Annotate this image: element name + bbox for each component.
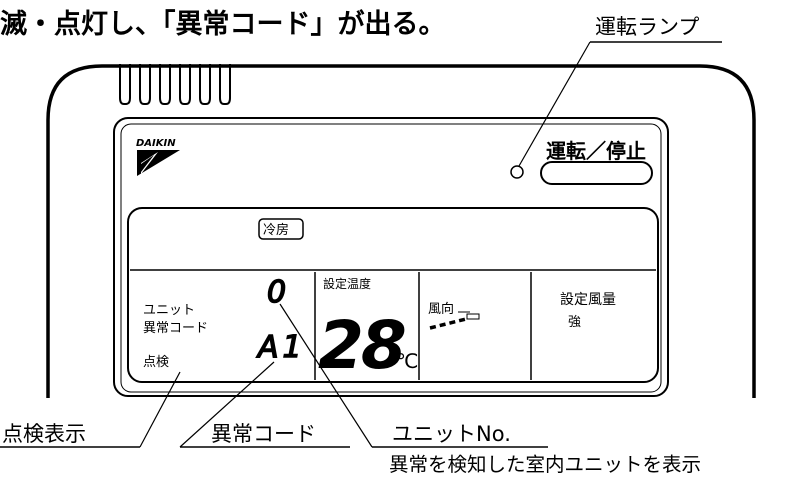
set-temp-value: 28 <box>318 307 405 384</box>
callout-inspection-display: 点検表示 <box>2 422 86 446</box>
callout-run-lamp: 運転ランプ <box>595 15 699 39</box>
temp-unit: ℃ <box>396 349 418 373</box>
wind-direction-icon <box>429 311 480 330</box>
callout-unit-no-note: 異常を検知した室内ユニットを表示 <box>389 453 701 476</box>
unit-number-digit: 0 <box>267 275 286 310</box>
front-panel <box>113 117 669 397</box>
svg-text:DAIKIN: DAIKIN <box>136 138 176 149</box>
mode-badge <box>258 218 304 240</box>
callout-inspection-leader <box>139 371 181 448</box>
set-temp-label: 設定温度 <box>323 276 371 291</box>
fan-speed-label: 設定風量 <box>560 292 616 308</box>
heading-text: 滅・点灯し、「異常コード」が出る。 <box>0 8 446 40</box>
callout-run-lamp-leader <box>518 41 591 167</box>
run-lamp <box>510 165 524 179</box>
fan-speed-value: 強 <box>568 315 581 330</box>
daikin-logo-mark <box>137 150 180 176</box>
remote-body-outline <box>46 64 756 398</box>
mode-badge-text: 冷房 <box>263 222 289 238</box>
vent-slots <box>119 64 231 105</box>
error-code-label: 異常コード <box>143 321 208 336</box>
callout-error-code-leader <box>179 361 275 448</box>
callout-unit-no: ユニットNo. <box>392 422 511 446</box>
lcd-display <box>127 207 659 383</box>
error-code-digits: A1 <box>256 330 306 365</box>
daikin-logo: DAIKIN <box>136 138 180 176</box>
run-stop-button[interactable] <box>540 161 653 185</box>
unit-label: ユニット <box>143 303 195 318</box>
callout-unit-no-leader <box>279 303 373 448</box>
callout-error-code: 異常コード <box>211 422 316 446</box>
wind-direction-label: 風向 <box>428 301 454 317</box>
run-stop-label: 運転／停止 <box>546 139 646 163</box>
front-panel-inner <box>120 123 662 393</box>
inspection-indicator: 点検 <box>143 355 169 370</box>
